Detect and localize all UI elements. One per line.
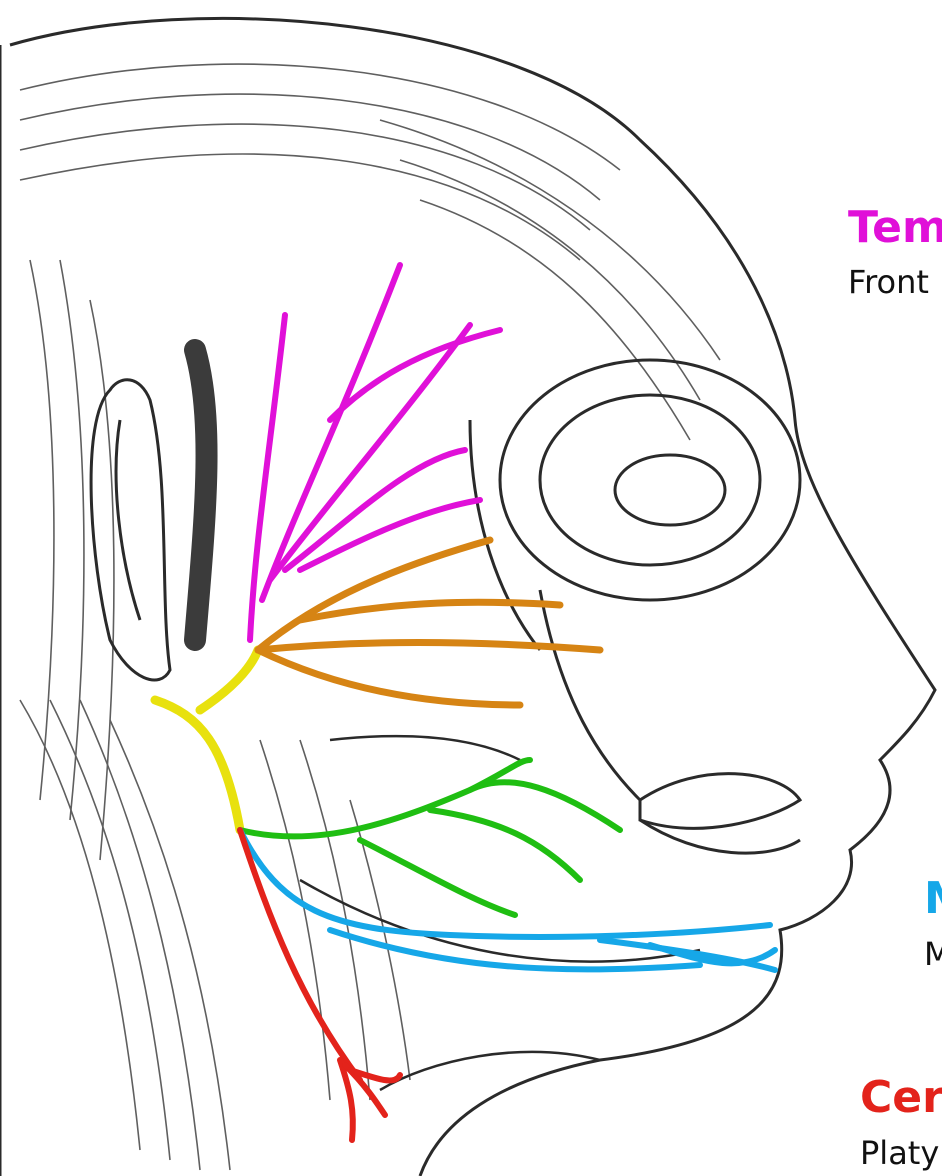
- jaw-sketch: [300, 736, 700, 1090]
- vessel-sketch: [195, 350, 207, 640]
- nerve-mandibular-branch: [240, 830, 775, 970]
- nerve-cervical-branch: [240, 830, 400, 1140]
- temporal-branch-target-text: Front: [848, 266, 929, 298]
- mandibular-branch-target-text: M: [924, 938, 942, 970]
- nerve-temporal-branch: [250, 265, 500, 640]
- cervical-branch-target-text: Platy: [860, 1137, 939, 1169]
- ear-sketch: [91, 380, 170, 680]
- mouth-sketch: [470, 420, 800, 853]
- temporal-branch-label: Tem: [848, 206, 942, 250]
- cervical-branch-label: Cer: [860, 1076, 942, 1120]
- muscle-hatching: [20, 64, 720, 1170]
- mandibular-branch-label: M: [924, 877, 942, 921]
- eye-sketch: [500, 360, 800, 600]
- nerve-trunk: [155, 650, 258, 830]
- nerve-buccal-branch: [240, 760, 620, 915]
